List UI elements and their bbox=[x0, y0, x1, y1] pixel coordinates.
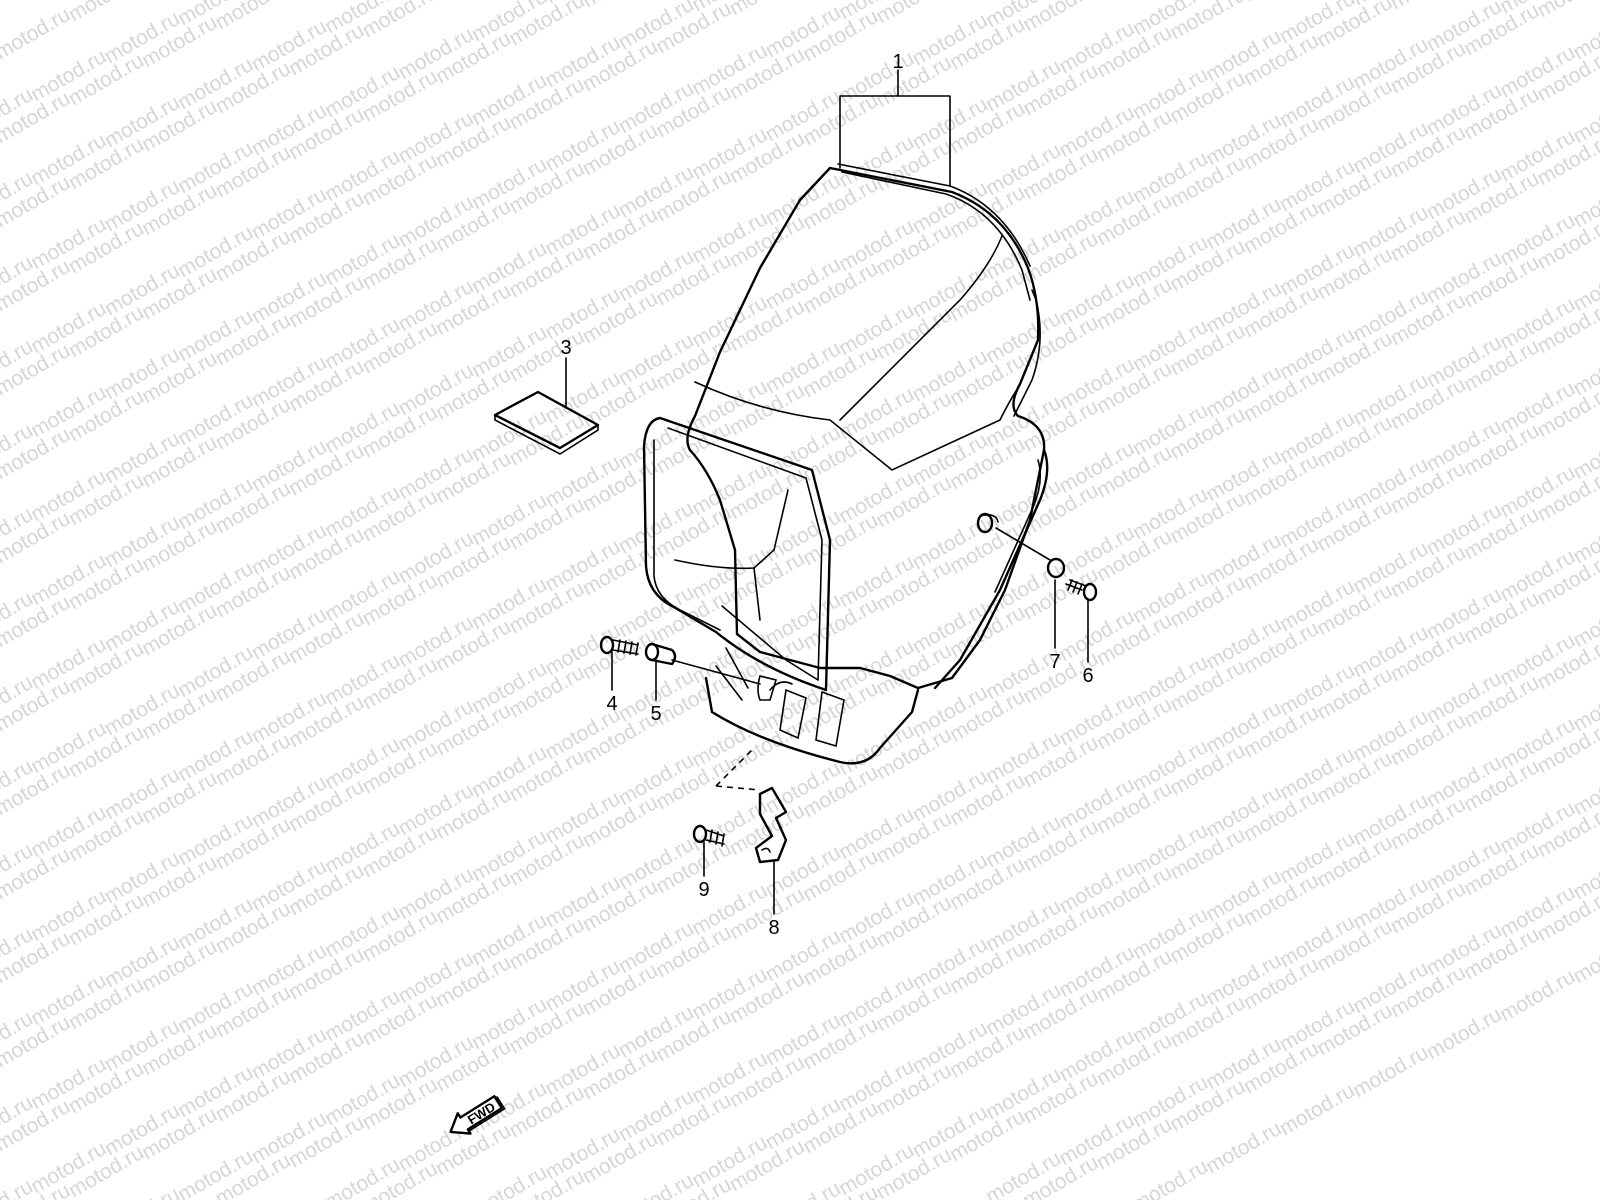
watermark-text: motod.ru bbox=[1349, 1041, 1432, 1102]
callout-8: 8 bbox=[768, 917, 779, 939]
watermark-text: motod.ru bbox=[100, 1183, 183, 1200]
watermark-text: motod.ru bbox=[725, 0, 808, 20]
watermark-text: motod.ru bbox=[1422, 1003, 1505, 1064]
watermark-text: motod.ru bbox=[761, 1177, 844, 1200]
part-6-screw bbox=[1065, 579, 1098, 602]
part-3-pad bbox=[493, 390, 600, 455]
part-7-grommet bbox=[976, 512, 1066, 579]
callout-1: 1 bbox=[892, 51, 903, 73]
watermark-text: motod.ru bbox=[1129, 1155, 1212, 1200]
callout-9: 9 bbox=[698, 879, 709, 901]
watermark-text: motod.ru bbox=[1533, 0, 1600, 22]
watermark-text: motod.ru bbox=[432, 0, 515, 4]
watermark-text: motod.ru bbox=[1496, 965, 1579, 1026]
callout-5: 5 bbox=[650, 703, 661, 725]
watermark-text: motod.ru bbox=[0, 3, 74, 64]
watermark-text: motod.ru bbox=[872, 0, 955, 28]
part-5-grommet bbox=[644, 642, 677, 666]
part-8-assembly-line bbox=[715, 747, 761, 791]
callout-6: 6 bbox=[1082, 665, 1093, 687]
part-9-screw bbox=[692, 824, 725, 847]
part-8-bracket bbox=[754, 786, 788, 864]
callout-3: 3 bbox=[560, 337, 571, 359]
part-1-headlight-cowl bbox=[642, 163, 1049, 765]
watermark-text: motod.ru bbox=[1239, 0, 1322, 6]
part-7-assembly-line bbox=[995, 527, 1051, 561]
watermark-text: motod.ru bbox=[0, 0, 38, 22]
callout-1-leader bbox=[839, 69, 951, 187]
watermark-text: motod.ru bbox=[579, 0, 662, 12]
part-5-assembly-line bbox=[671, 659, 761, 685]
watermark-text: motod.ru bbox=[1386, 0, 1469, 14]
callout-7: 7 bbox=[1049, 651, 1060, 673]
watermark-text: motod.ru bbox=[1275, 1079, 1358, 1140]
watermark-text: motod.ru bbox=[1202, 1117, 1285, 1178]
callout-4: 4 bbox=[606, 693, 617, 715]
part-4-bolt bbox=[599, 635, 639, 656]
watermark-text: motod.ru bbox=[64, 0, 147, 26]
